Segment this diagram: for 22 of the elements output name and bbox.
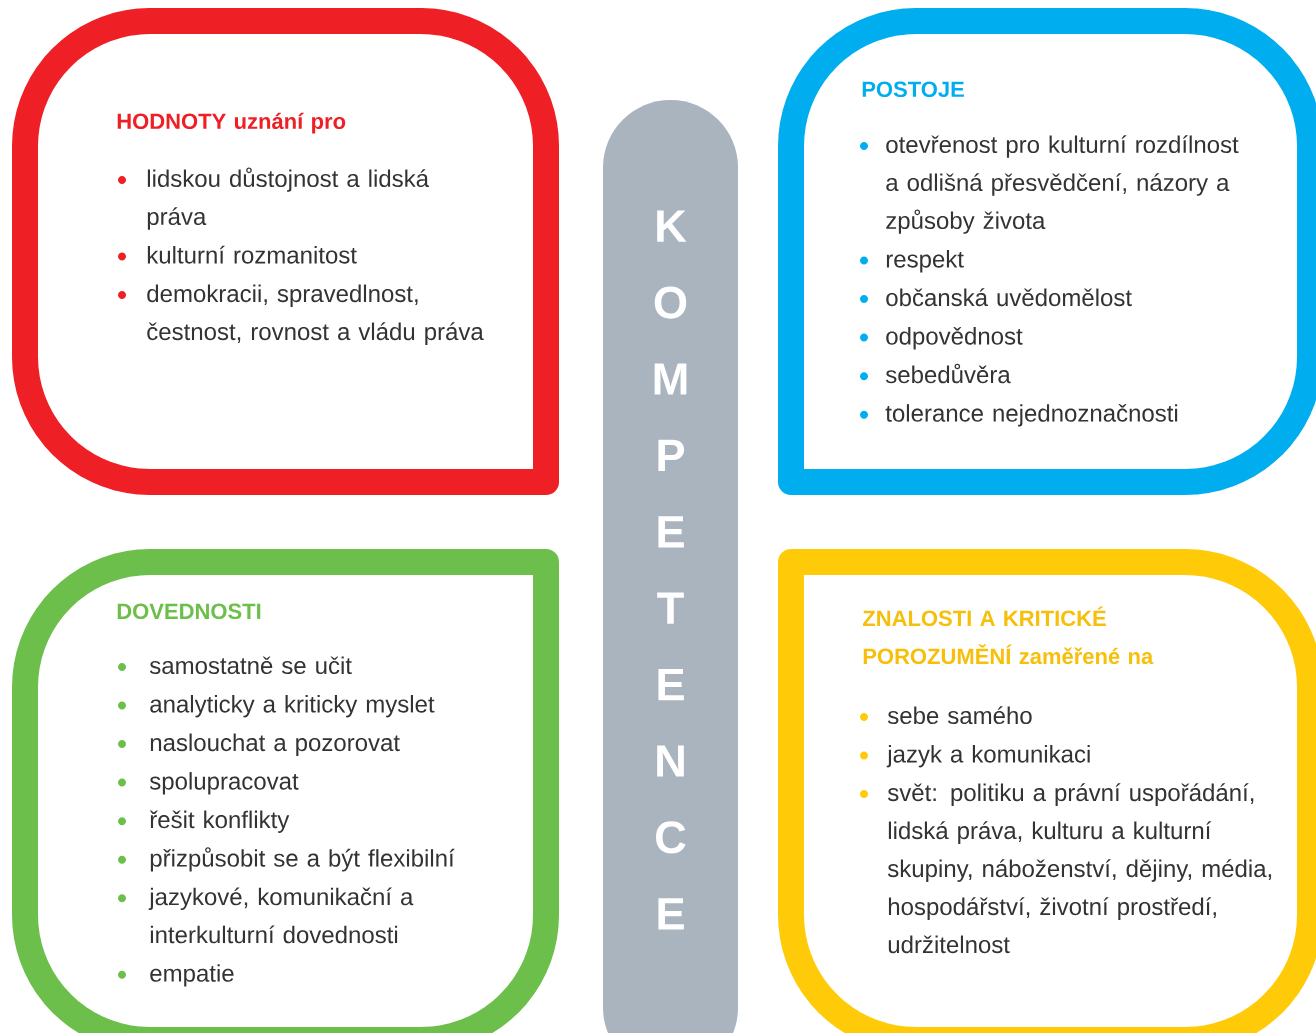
bullet-item: přizpůsobit se a být flexibilní	[118, 847, 455, 872]
bullet-item: tolerance nejednoznačnosti	[860, 404, 1178, 427]
bullet-item: odpovědnost	[860, 327, 1023, 350]
heading: HODNOTY uznání pro	[117, 112, 346, 134]
heading: POSTOJE	[862, 81, 964, 98]
bullet-item: jazyk a komunikaci	[860, 745, 1090, 768]
bullet-item: občanská uvědomělost	[860, 288, 1132, 307]
heading: DOVEDNOSTI	[117, 603, 261, 620]
bullet-item: svět: politiku a právní uspořádání, lidská práva, kulturu a kulturní skupiny, náboženství, dějiny, média, hospodářství, životní prostředí, udržitelnost	[860, 783, 1272, 954]
bullet-item: kulturní rozmanitost	[118, 245, 357, 264]
bullet-item: demokracii, spravedlnost, čestnost, rovnost a vládu práva	[118, 284, 484, 345]
heading: ZNALOSTI A KRITICKÉ POROZUMĚNÍ zaměřené na	[862, 606, 1154, 665]
bullet-item: respekt	[860, 250, 964, 273]
bullet-item: sebe samého	[860, 706, 1032, 725]
vertical-pill: KOMPETENCE	[603, 100, 738, 1033]
bullet-item: samostatně se učit	[118, 656, 352, 675]
bullet-item: empatie	[118, 964, 234, 987]
bullet-item: řešit konflikty	[118, 810, 290, 833]
bullet-item: spolupracovat	[118, 772, 299, 795]
bullet-item: analyticky a kriticky myslet	[118, 695, 435, 718]
bullet-item: sebedůvěra	[860, 363, 1011, 384]
bullet-item: naslouchat a pozorovat	[118, 733, 400, 756]
